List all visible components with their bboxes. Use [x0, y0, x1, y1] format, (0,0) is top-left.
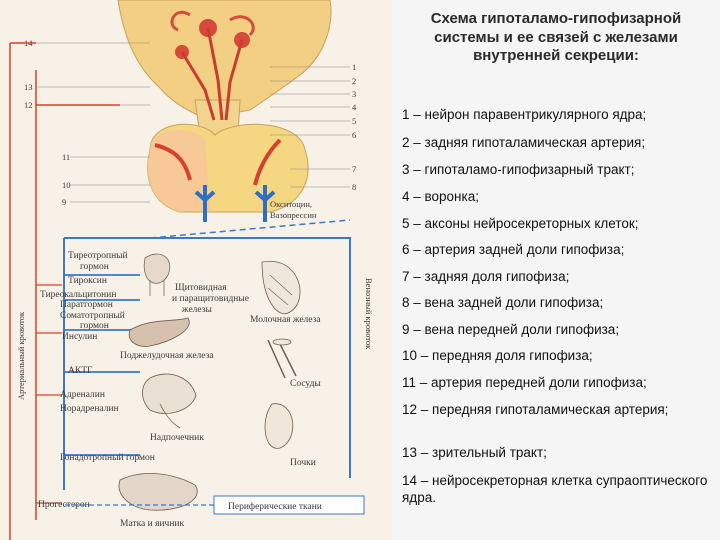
uterus-ovary-label: Матка и яичник: [120, 519, 184, 529]
svg-text:13: 13: [24, 82, 33, 92]
anterior-lobe: [147, 129, 210, 212]
legend-item-10: 10 – передняя доля гипофиза;: [402, 348, 593, 363]
svg-text:3: 3: [352, 89, 356, 99]
somatotropic-label-line2: гормон: [80, 321, 109, 331]
venous-flow-label: Венозный кровоток: [364, 278, 374, 350]
thyroid-label-line3: железы: [181, 305, 212, 315]
svg-text:11: 11: [62, 152, 70, 162]
arterial-flow-label: Артериальный кровоток: [16, 311, 26, 400]
svg-text:4: 4: [352, 102, 357, 112]
legend-item-13: 13 – зрительный тракт;: [402, 445, 547, 460]
svg-text:8: 8: [352, 182, 356, 192]
legend-item-5: 5 – аксоны нейросекреторных клеток;: [402, 216, 639, 231]
adrenal-gland: [142, 373, 197, 429]
venous-box: [64, 237, 351, 478]
svg-text:12: 12: [24, 100, 33, 110]
legend-item-1: 1 – нейрон паравентрикулярного ядра;: [402, 107, 647, 122]
blood-vessel: [267, 338, 297, 379]
somatotropic-label-line1: Соматотропный: [60, 310, 125, 321]
diagram-title: Схема гипоталамо-гипофизарной системы и …: [430, 10, 682, 64]
legend-panel: Схема гипоталамо-гипофизарной системы и …: [392, 0, 720, 540]
svg-text:1: 1: [352, 62, 356, 72]
thyrocalcitonin-label: Тиреокальцитонин: [40, 290, 116, 300]
thyroxin-label: Тироксин: [68, 276, 107, 286]
vasopressin-label: Вазопрессин: [270, 210, 317, 220]
gonadotropic-label: Гонадотропный гормон: [60, 452, 155, 463]
noradrenalin-label: Норадреналин: [60, 404, 119, 414]
svg-text:6: 6: [352, 130, 356, 140]
arterial-line-inner: [35, 70, 120, 520]
vessel-label: Сосуды: [290, 379, 321, 389]
parathormone-label: Паратгормон: [60, 300, 113, 310]
left-number-labels: 14 13 12 11 10 9: [24, 38, 150, 207]
legend-list: 1 – нейрон паравентрикулярного ядра; 2 –…: [392, 0, 720, 540]
svg-text:9: 9: [62, 197, 66, 207]
adrenal-label: Надпочечник: [150, 433, 204, 443]
legend-item-14: 14 – нейросекреторная клетка супраоптиче…: [402, 473, 708, 505]
arterial-line-outer: [9, 42, 36, 540]
mammary-gland: [261, 260, 301, 315]
thyroid-label-line1: Щитовидная: [175, 283, 227, 293]
hypothalamic-pituitary-illustration: 14 13 12 11 10 9 1 2 3 4 5 6 7 8 Окситоц…: [9, 0, 374, 540]
legend-item-11: 11 – артерия передней доли гипофиза;: [402, 375, 647, 390]
legend-item-4: 4 – воронка;: [402, 189, 479, 204]
diagram-figure: 14 13 12 11 10 9 1 2 3 4 5 6 7 8 Окситоц…: [0, 0, 392, 540]
legend-item-9: 9 – вена передней доли гипофиза;: [402, 322, 620, 337]
kidney-label: Почки: [290, 458, 316, 468]
venous-arrows: [64, 274, 140, 456]
tsh-label-line2: гормон: [80, 262, 109, 272]
venous-dashed: [149, 219, 351, 239]
legend-item-3: 3 – гипоталамо-гипофизарный тракт;: [402, 162, 635, 177]
legend-item-12: 12 – передняя гипоталамическая артерия;: [402, 402, 669, 417]
svg-text:10: 10: [62, 180, 71, 190]
arterial-branches: [36, 284, 62, 504]
pancreas: [128, 317, 190, 347]
thyroid-gland: [143, 253, 171, 296]
peripheral-tissue-label: Периферические ткани: [228, 501, 322, 512]
svg-text:5: 5: [352, 116, 356, 126]
pituitary-veins: [194, 185, 276, 222]
legend-item-7: 7 – задняя доля гипофиза;: [402, 269, 570, 284]
oxytocin-label: Окситоцин,: [270, 199, 312, 209]
kidney: [264, 403, 294, 449]
pancreas-label: Поджелудочная железа: [120, 351, 214, 361]
acth-label: АКТГ: [68, 366, 93, 376]
legend-item-8: 8 – вена задней доли гипофиза;: [402, 295, 604, 310]
thyroid-label-line2: и паращитовидные: [172, 294, 249, 304]
legend-item-2: 2 – задняя гипоталамическая артерия;: [402, 135, 646, 150]
progesterone-label: Прогестерон: [38, 500, 90, 510]
svg-text:7: 7: [352, 164, 356, 174]
legend-item-6: 6 – артерия задней доли гипофиза;: [402, 242, 625, 257]
mammary-label: Молочная железа: [250, 315, 321, 325]
right-number-labels: 1 2 3 4 5 6 7 8: [270, 62, 357, 192]
svg-text:2: 2: [352, 76, 356, 86]
neurosecretory-cells: [170, 10, 255, 121]
tsh-label-line1: Тиреотропный: [68, 250, 128, 261]
insulin-label: Инсулин: [62, 332, 97, 342]
pituitary-arteries: [154, 138, 282, 186]
adrenalin-label: Адреналин: [60, 390, 105, 400]
uterus-ovary: [118, 473, 198, 511]
